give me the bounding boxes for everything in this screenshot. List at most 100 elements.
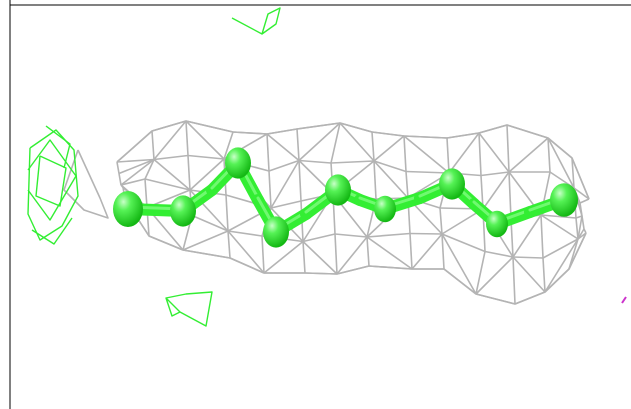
mesh-edge: [446, 137, 450, 174]
mesh-edge: [270, 200, 302, 209]
mesh-edge: [373, 160, 409, 199]
mesh-edge: [484, 250, 514, 258]
mesh-edge: [482, 171, 510, 210]
mesh-edge: [411, 233, 443, 270]
green-cage-top: [45, 125, 71, 169]
mesh-edge: [583, 228, 587, 234]
mesh-edge: [542, 238, 579, 259]
mesh-edge: [266, 133, 270, 172]
mesh-edge: [189, 158, 225, 191]
mesh-edge: [441, 233, 477, 295]
mesh-edge: [575, 215, 583, 219]
mesh-edge: [547, 137, 551, 173]
mesh-edge: [366, 236, 413, 270]
mesh-edge: [573, 187, 590, 200]
mesh-edge: [334, 233, 338, 275]
mesh-edge: [371, 131, 375, 162]
mesh-edge: [544, 238, 579, 293]
mesh-edge: [366, 236, 370, 267]
mesh-edge: [336, 236, 368, 275]
mesh-bottom-outline: [124, 198, 587, 305]
mesh-edge: [409, 233, 413, 270]
mesh-edge: [441, 233, 445, 270]
mesh-edge: [153, 154, 189, 161]
mesh-edge: [116, 161, 120, 174]
mesh-edge: [302, 233, 336, 243]
mesh-edge: [298, 160, 302, 202]
mesh-edge: [579, 198, 590, 204]
mesh-edge: [185, 120, 189, 156]
mesh-edge: [330, 160, 375, 164]
mesh-edge: [512, 256, 516, 305]
mesh-edge: [579, 202, 583, 217]
mesh-edge: [227, 230, 263, 237]
mesh-edge: [298, 122, 341, 162]
mesh-edge: [227, 230, 265, 274]
mesh-edge: [339, 122, 375, 162]
mesh-edge: [302, 241, 306, 274]
mesh-edge: [296, 128, 300, 161]
mesh-edge: [575, 217, 579, 240]
mesh-top-outline: [116, 120, 590, 200]
mesh-edge: [409, 232, 443, 235]
mesh-fragment-left: [63, 149, 109, 219]
green-fragment-bottom: [165, 291, 213, 327]
mesh-edge: [120, 178, 146, 186]
mesh-edge: [334, 233, 368, 238]
green-fragment-top: [231, 7, 281, 35]
mesh-edge: [405, 171, 409, 199]
atom: [486, 210, 508, 238]
mesh-edge: [478, 132, 510, 173]
green-mesh-fragments: [27, 7, 281, 327]
atom: [263, 216, 289, 248]
mesh-edge: [144, 159, 155, 180]
mesh-edge: [475, 256, 514, 295]
mesh-edge: [478, 132, 482, 176]
mesh-edge: [540, 214, 544, 259]
mesh-edge: [441, 233, 486, 253]
mesh-edge: [373, 160, 377, 200]
mesh-edge: [144, 178, 148, 208]
mesh-edge: [480, 171, 510, 177]
mesh-edge: [512, 256, 546, 293]
green-cage-bottom: [31, 217, 73, 245]
atom: [439, 168, 465, 200]
mesh-edge: [187, 154, 225, 160]
mesh-edge: [480, 175, 484, 210]
mesh-edge: [120, 158, 155, 186]
atom: [374, 195, 396, 223]
mesh-edge: [118, 158, 155, 175]
mesh-edge: [439, 207, 443, 235]
mesh-edge: [116, 158, 155, 163]
mesh-edge: [512, 256, 544, 259]
green-cage-diagonal: [27, 139, 77, 221]
mesh-edge: [227, 230, 231, 259]
mesh-edge: [144, 178, 191, 191]
mesh-edge: [508, 171, 512, 220]
mesh-edge: [268, 170, 272, 209]
mesh-edge: [510, 218, 514, 258]
mesh-edge: [448, 132, 480, 174]
mesh-edge: [512, 214, 542, 258]
mesh-edge: [263, 240, 304, 274]
mesh-edge: [270, 160, 300, 209]
mesh-edge: [118, 173, 122, 186]
atom: [550, 183, 578, 217]
atom: [113, 191, 143, 227]
mesh-edge: [182, 230, 229, 251]
mesh-edge: [508, 137, 549, 173]
mesh-edge: [577, 215, 583, 240]
mesh-edge: [225, 194, 229, 232]
mesh-edge: [366, 232, 411, 238]
mesh-edge: [261, 235, 265, 274]
mesh-edge: [223, 131, 234, 160]
mesh-edge: [153, 120, 187, 161]
atom: [225, 147, 251, 179]
mesh-edge: [542, 257, 546, 293]
mesh-edge: [268, 159, 300, 172]
molecule-atoms: [113, 147, 578, 248]
mesh-edge: [403, 135, 450, 174]
mesh-edge: [540, 214, 579, 240]
